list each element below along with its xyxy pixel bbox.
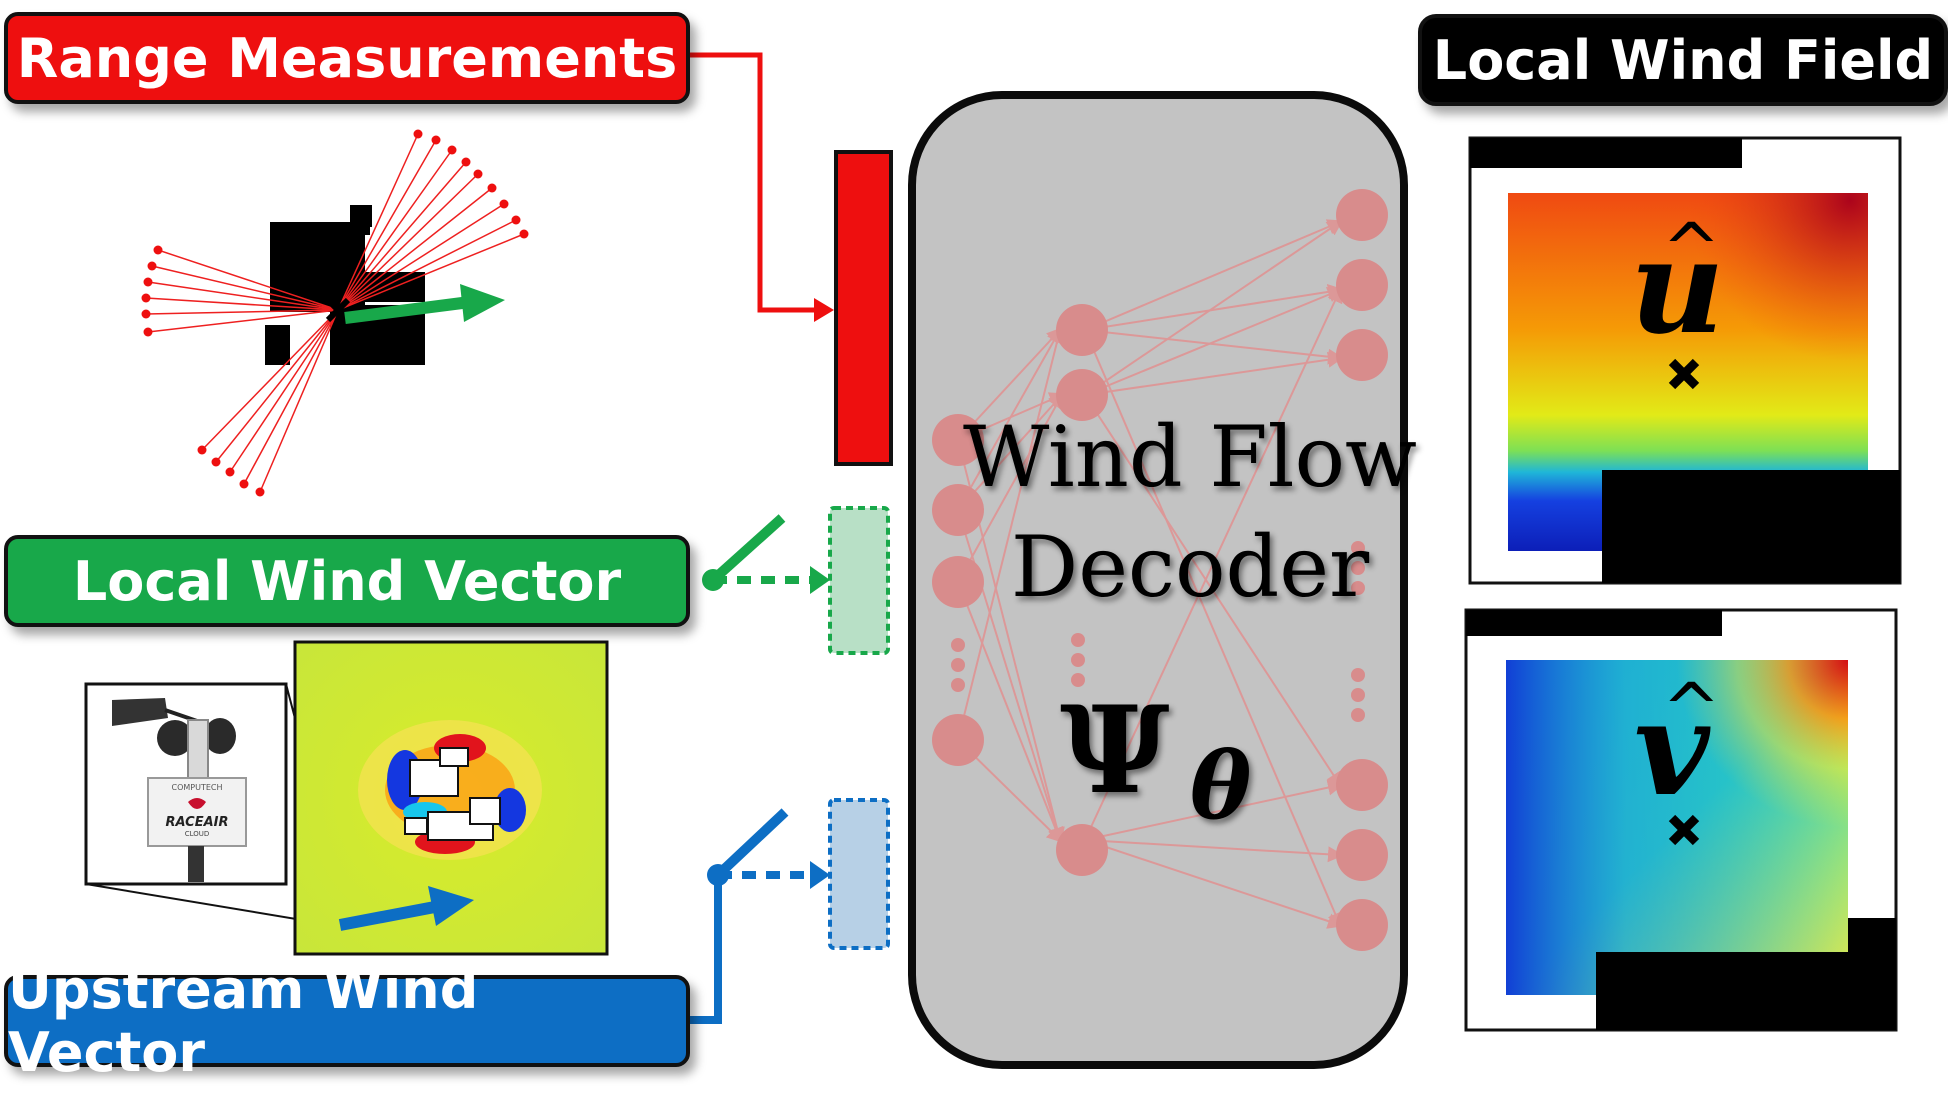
decoder-subscript: θ [1190,732,1252,840]
u-location-marker-icon [1668,358,1700,390]
decoder-title-line1: Wind Flow [963,408,1417,506]
decoder-title-line2: Decoder [1010,518,1370,616]
flow-field-image [293,640,609,956]
local-wind-vector-label: Local Wind Vector [4,535,690,627]
range-connector-arrowhead [814,298,834,322]
v-location-marker-icon [1668,814,1700,846]
upstream-connector [690,875,722,1024]
range-measurements-label: Range Measurements [4,12,690,104]
decoder-symbol: Ψ [1060,680,1170,821]
wind-sensor-photo: COMPUTECH RACEAIR CLOUD [84,682,351,929]
u-hat-accent: ^ [1662,208,1721,290]
range-scan-illustration [141,129,529,497]
range-connector [690,52,818,313]
neural-network-graphic [932,189,1388,951]
v-hat-accent: ^ [1662,668,1721,750]
local-wind-input-slot [828,506,890,655]
upstream-arrowhead [810,861,830,889]
decoder-block [908,91,1408,1069]
wind-vane-icon [112,698,168,726]
sensor-brand-top: COMPUTECH [171,783,222,792]
local-wind-arrowhead [810,566,830,594]
u-variable: u [1630,210,1725,363]
local-wind-switch [709,514,786,584]
wind-direction-arrow-icon [344,284,505,324]
vehicle-marker-icon [325,297,351,323]
v-variable: v [1634,672,1710,825]
range-input-bar [834,150,893,466]
upstream-switch [714,808,789,879]
upstream-arrow-icon [338,900,442,931]
sensor-brand-sub: CLOUD [185,830,210,838]
u-field-map [1468,136,1902,585]
sensor-brand-main: RACEAIR [165,815,228,830]
v-field-map [1464,608,1898,1032]
upstream-wind-vector-label: Upstream Wind Vector [4,958,690,1084]
local-wind-field-label: Local Wind Field [1418,14,1948,106]
brand-logo-icon [188,798,206,809]
upstream-input-slot [828,798,890,950]
